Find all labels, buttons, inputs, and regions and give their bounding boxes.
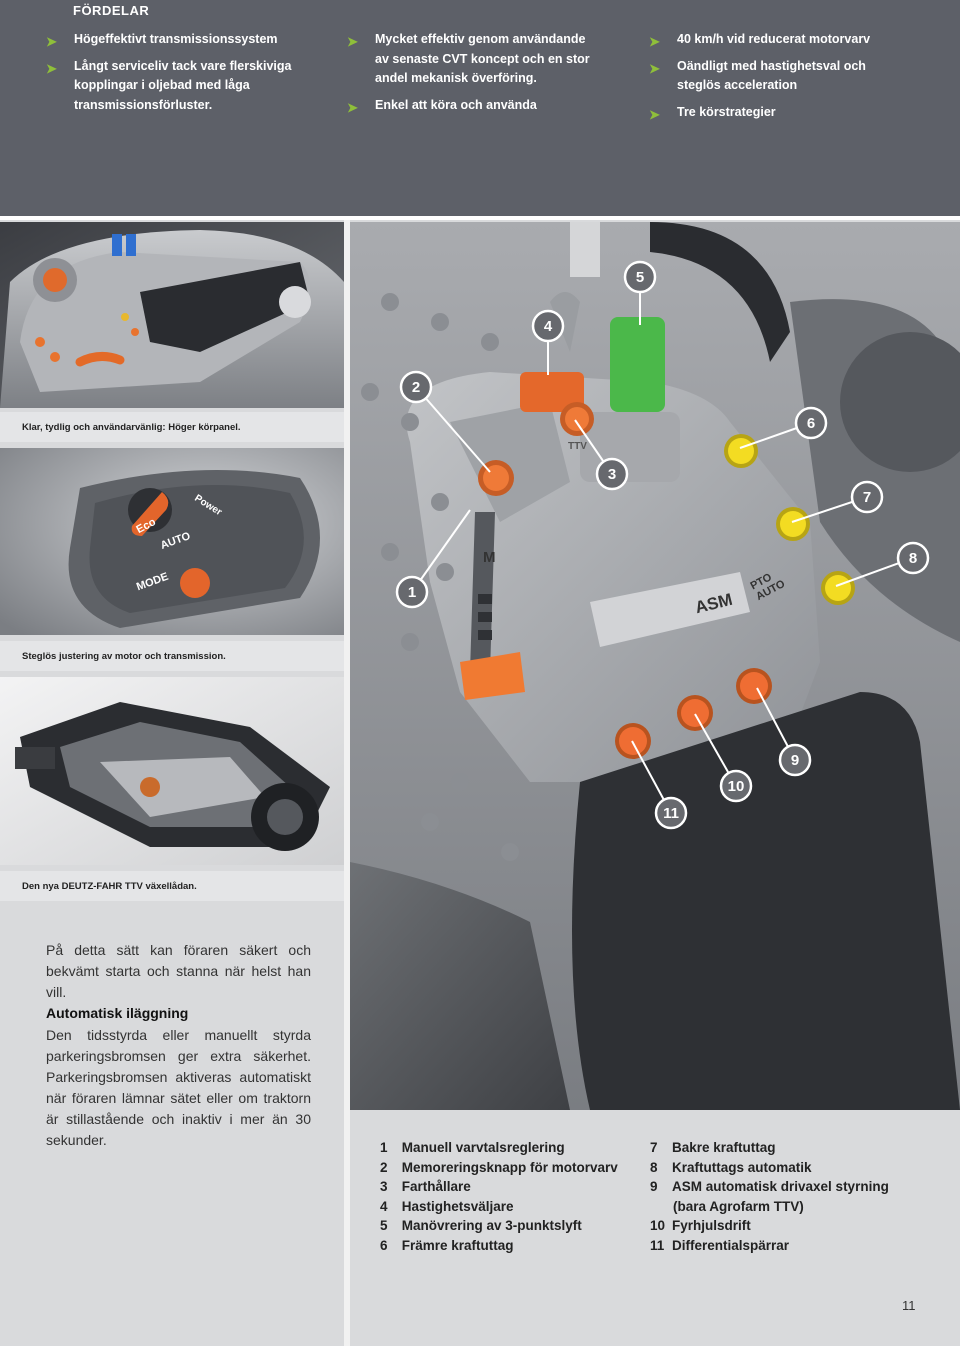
arrow-right-icon: ➤	[649, 60, 660, 76]
legend-column-1: 1 Manuell varvtalsreglering 2 Memorering…	[380, 1138, 618, 1256]
header-bullet: ➤Långt serviceliv tack vare flerskiviga …	[46, 58, 292, 112]
gearbox-caption: Den nya DEUTZ-FAHR TTV växellådan.	[22, 881, 197, 892]
arrow-right-icon: ➤	[347, 34, 358, 49]
arrow-right-icon: ➤	[347, 99, 358, 115]
arrow-right-icon: ➤	[46, 34, 57, 49]
section-heading: Automatisk iläggning	[46, 1005, 189, 1021]
header-column-3: ➤40 km/h vid reducerat motorvarv ➤Oändli…	[649, 30, 909, 129]
gearbox-caption-box: Den nya DEUTZ-FAHR TTV växellådan.	[0, 871, 344, 901]
legend-item: 1 Manuell varvtalsreglering	[380, 1140, 565, 1155]
legend-item: 4 Hastighetsväljare	[380, 1198, 514, 1214]
arrow-right-icon: ➤	[649, 106, 660, 122]
legend-item: 2 Memoreringsknapp för motorvarv	[380, 1159, 618, 1175]
header-bullet: ➤Högeffektivt transmissionssystem	[46, 30, 296, 50]
intro-text: På detta sätt kan föraren säkert och bek…	[46, 942, 311, 1000]
header-bullet: ➤Tre körstrategier	[649, 103, 909, 123]
legend-item-continued: (bara Agrofarm TTV)	[673, 1198, 804, 1214]
header-bullet: ➤Mycket effektiv genom användande av sen…	[347, 32, 590, 85]
control-panel-photo	[0, 222, 344, 408]
page-number: 11	[902, 1298, 916, 1313]
panel-caption: Klar, tydlig och användarvänlig: Höger k…	[22, 422, 241, 433]
dial-caption-box: Steglös justering av motor och transmiss…	[0, 641, 344, 671]
legend-item: 6 Främre kraftuttag	[380, 1237, 514, 1253]
header-column-2: ➤Mycket effektiv genom användande av sen…	[347, 30, 592, 122]
panel-caption-box: Klar, tydlig och användarvänlig: Höger k…	[0, 412, 344, 442]
arrow-right-icon: ➤	[649, 34, 660, 49]
legend-item: 5 Manövrering av 3-punktslyft	[380, 1218, 582, 1234]
dial-caption: Steglös justering av motor och transmiss…	[22, 651, 226, 662]
console-photo: M TTV ASM PTO AUTO	[350, 222, 960, 1110]
header-bullet: ➤Enkel att köra och använda	[347, 96, 592, 116]
header-band: FÖRDELAR ➤Högeffektivt transmissionssyst…	[0, 0, 960, 216]
console-label-m: M	[483, 549, 496, 566]
console-label-ttv: TTV	[568, 441, 587, 452]
header-column-1: ➤Högeffektivt transmissionssystem ➤Långt…	[46, 30, 296, 122]
column-divider	[344, 220, 350, 1346]
arrow-right-icon: ➤	[46, 60, 57, 76]
header-bullet: ➤40 km/h vid reducerat motorvarv	[649, 30, 909, 50]
mode-dial-photo	[0, 448, 344, 635]
header-separator	[0, 216, 960, 220]
legend-item: 3 Farthållare	[380, 1179, 471, 1195]
gearbox-photo	[0, 677, 344, 865]
header-title: FÖRDELAR	[73, 3, 150, 18]
header-bullet: ➤Oändligt med hastighetsval och steglös …	[649, 58, 866, 93]
section-paragraph: Den tidsstyrda eller manuellt styrda par…	[46, 1027, 311, 1148]
